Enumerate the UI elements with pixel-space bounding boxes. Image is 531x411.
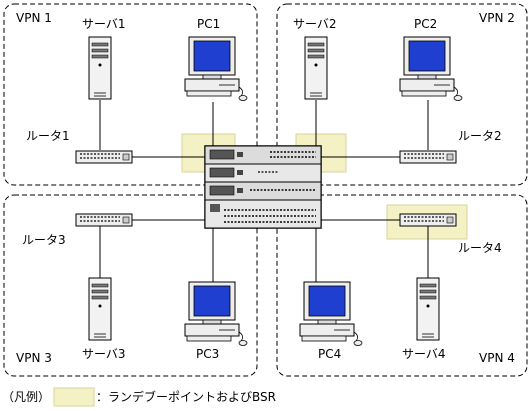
legend-prefix: （凡例） <box>2 390 50 404</box>
router2-label: ルータ2 <box>458 129 502 143</box>
router3-icon <box>75 213 133 227</box>
vpn2-box <box>276 3 528 186</box>
legend-swatch <box>53 387 95 407</box>
server1-icon <box>88 36 112 100</box>
vpn1-box <box>3 3 258 186</box>
legend-description: ：ランデブーポイントおよびBSR <box>96 389 276 404</box>
vpn1-label: VPN 1 <box>16 11 52 25</box>
pc3-label: PC3 <box>196 347 219 361</box>
vpn4-box <box>276 194 528 377</box>
router1-icon <box>75 150 133 164</box>
router1-label: ルータ1 <box>26 129 70 143</box>
pc4-icon <box>299 281 363 346</box>
pc1-label: PC1 <box>197 17 220 31</box>
server4-label: サーバ4 <box>402 347 446 361</box>
pc1-icon <box>184 36 248 101</box>
pc2-label: PC2 <box>414 17 437 31</box>
router2-icon <box>399 150 457 164</box>
core-switch <box>204 145 322 229</box>
vpn3-label: VPN 3 <box>16 351 52 365</box>
server4-icon <box>416 277 440 341</box>
server3-icon <box>88 277 112 341</box>
pc4-label: PC4 <box>318 347 341 361</box>
pc3-icon <box>184 281 248 346</box>
router4-label: ルータ4 <box>458 241 502 255</box>
server1-label: サーバ1 <box>82 17 126 31</box>
vpn3-box <box>3 194 258 377</box>
connection-lines <box>99 100 429 282</box>
server2-icon <box>304 36 328 100</box>
vpn2-label: VPN 2 <box>479 11 515 25</box>
router4-icon <box>399 213 457 227</box>
server3-label: サーバ3 <box>82 347 126 361</box>
server2-label: サーバ2 <box>293 17 337 31</box>
vpn4-label: VPN 4 <box>479 351 515 365</box>
router3-label: ルータ3 <box>22 233 66 247</box>
pc2-icon <box>399 36 463 101</box>
